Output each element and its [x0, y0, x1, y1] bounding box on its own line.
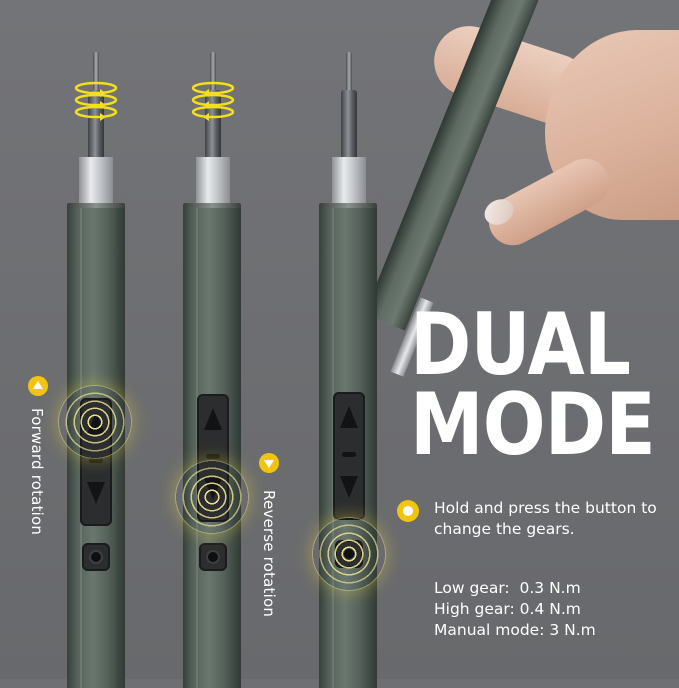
spec-low-gear: Low gear: 0.3 N.m: [434, 579, 581, 597]
headline-line-1: DUAL: [410, 295, 631, 395]
direction-rocker-button: [333, 392, 365, 520]
bit-tip: [93, 52, 99, 92]
collar: [79, 157, 113, 205]
dash-icon: [206, 454, 220, 459]
spec-manual-mode: Manual mode: 3 N.m: [434, 621, 596, 639]
spec-high-gear: High gear: 0.4 N.m: [434, 600, 581, 618]
reverse-badge-icon: [259, 453, 279, 473]
collar: [196, 157, 230, 205]
dash-icon: [342, 452, 356, 457]
collar-rim: [319, 203, 377, 211]
rotation-arrows-icon: [72, 78, 120, 126]
press-indicator-rings: [312, 517, 386, 591]
rotation-arrows-icon: [189, 78, 237, 126]
bit-tip: [210, 52, 216, 92]
info-badge-icon: [397, 500, 419, 522]
arrow-down-icon: [87, 482, 105, 504]
headline-line-2: MODE: [410, 375, 656, 475]
collar-rim: [67, 203, 125, 211]
forward-badge-icon: [28, 376, 48, 396]
forward-rotation-label: Forward rotation: [28, 408, 46, 536]
dash-icon: [89, 458, 103, 463]
bit-tip: [346, 52, 352, 92]
arrow-up-icon: [204, 408, 222, 430]
reverse-rotation-label: Reverse rotation: [260, 490, 278, 618]
collar: [332, 157, 366, 205]
bit-shaft: [341, 90, 357, 160]
arrow-up-icon: [340, 406, 358, 428]
arrow-down-icon: [340, 476, 358, 498]
press-indicator-rings: [58, 385, 132, 459]
gear-button: [199, 543, 227, 571]
description-text: Hold and press the button to change the …: [434, 499, 657, 538]
collar-rim: [183, 203, 241, 211]
press-indicator-rings: [175, 460, 249, 534]
gear-button: [82, 543, 110, 571]
